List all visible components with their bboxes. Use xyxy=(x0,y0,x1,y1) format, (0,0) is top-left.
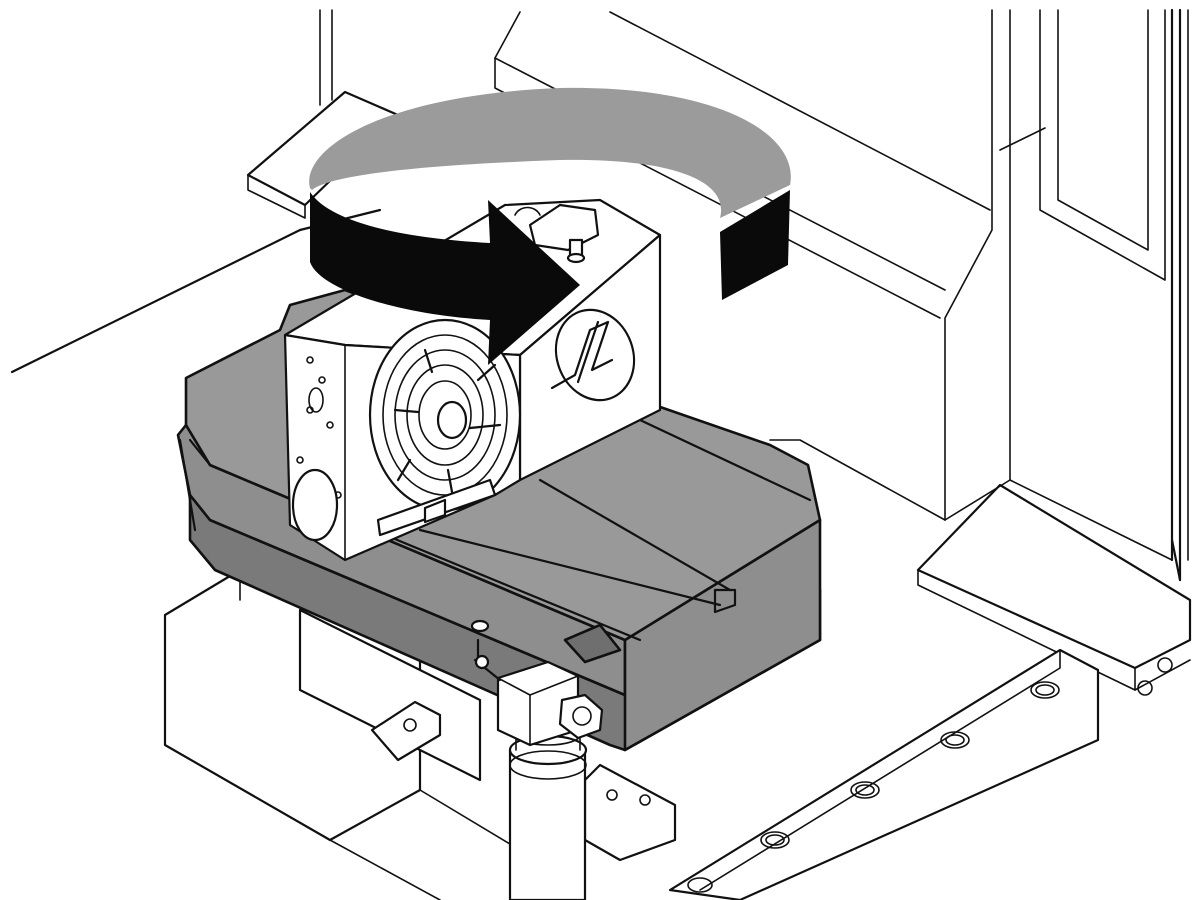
enclosure-background xyxy=(10,8,1192,900)
rotation-arrow-icon xyxy=(309,87,791,365)
machine-base xyxy=(163,568,677,900)
rotary-unit xyxy=(283,198,662,562)
brand-logo-icon xyxy=(550,308,636,402)
probe-assembly xyxy=(470,619,604,900)
